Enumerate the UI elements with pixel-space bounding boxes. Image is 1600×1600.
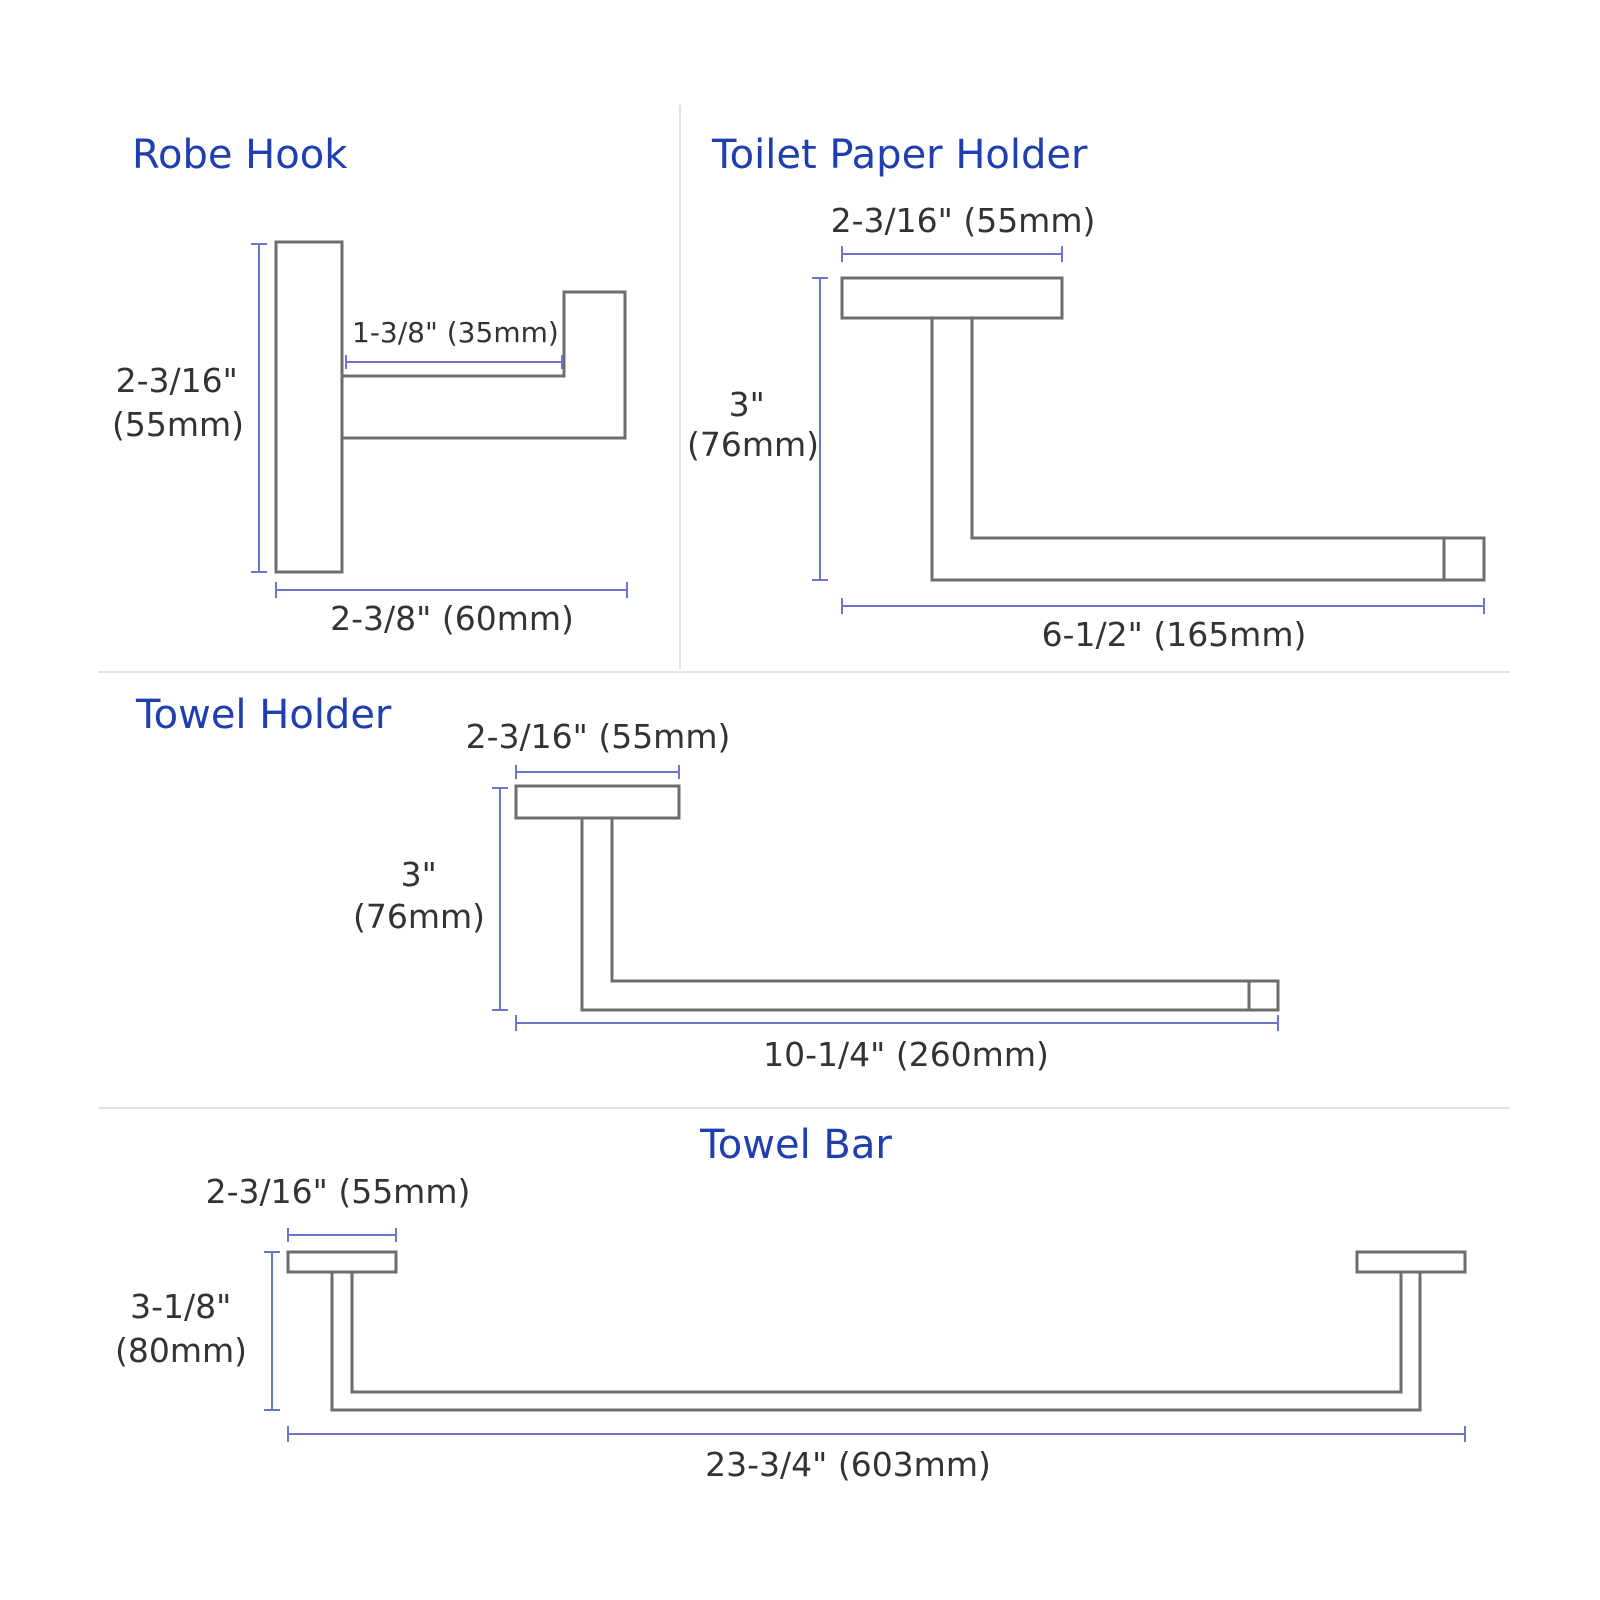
towel-holder-wall-plate	[514, 784, 681, 820]
robe-hook-projection-dimension	[345, 355, 563, 369]
toilet-paper-holder-length-label: 6-1/2" (165mm)	[1042, 615, 1307, 654]
towel-bar-length-dimension	[287, 1426, 1466, 1442]
towel-holder-section: Towel Holder 2-3/16" (55mm) 3" (76mm) 10…	[135, 692, 1280, 1074]
robe-hook-height-dimension	[251, 243, 267, 573]
towel-bar-rail	[330, 1272, 1422, 1412]
robe-hook-section: Robe Hook 2-3/16" (55mm) 1-3/8" (35mm)	[112, 132, 628, 638]
towel-bar-height-dimension	[264, 1251, 280, 1411]
toilet-paper-holder-height-label: 3" (76mm)	[687, 385, 819, 464]
towel-holder-plate-dimension	[515, 765, 680, 779]
toilet-paper-holder-arm	[930, 318, 1486, 582]
towel-holder-title: Towel Holder	[135, 692, 392, 738]
toilet-paper-holder-plate-label: 2-3/16" (55mm)	[831, 201, 1096, 240]
towel-bar-height-label: 3-1/8" (80mm)	[115, 1287, 247, 1370]
towel-bar-title: Towel Bar	[699, 1122, 892, 1168]
robe-hook-title: Robe Hook	[132, 132, 348, 178]
towel-holder-height-label: 3" (76mm)	[353, 855, 485, 936]
robe-hook-width-dimension	[275, 582, 628, 598]
toilet-paper-holder-title: Toilet Paper Holder	[711, 132, 1088, 178]
towel-holder-length-label: 10-1/4" (260mm)	[763, 1035, 1049, 1074]
towel-holder-length-dimension	[515, 1015, 1279, 1031]
robe-hook-projection-label: 1-3/8" (35mm)	[352, 316, 559, 349]
towel-holder-plate-label: 2-3/16" (55mm)	[466, 717, 731, 756]
towel-holder-height-dimension	[492, 787, 508, 1011]
towel-holder-arm	[580, 818, 1280, 1012]
toilet-paper-holder-length-dimension	[841, 598, 1485, 614]
toilet-paper-holder-drawing	[840, 276, 1486, 582]
toilet-paper-holder-section: Toilet Paper Holder 2-3/16" (55mm) 3" (7…	[687, 132, 1486, 654]
towel-bar-plate-label: 2-3/16" (55mm)	[206, 1172, 471, 1211]
towel-holder-drawing	[514, 784, 1280, 1012]
towel-bar-right-plate	[1355, 1250, 1467, 1274]
robe-hook-width-label: 2-3/8" (60mm)	[330, 599, 574, 638]
towel-bar-length-label: 23-3/4" (603mm)	[705, 1445, 991, 1484]
toilet-paper-holder-plate-dimension	[841, 246, 1063, 262]
toilet-paper-holder-height-dimension	[812, 277, 828, 581]
robe-hook-wall-plate	[274, 240, 344, 574]
towel-bar-drawing	[286, 1250, 1467, 1412]
robe-hook-height-label: 2-3/16" (55mm)	[112, 361, 248, 444]
towel-bar-section: Towel Bar 2-3/16" (55mm) 3-1/8" (80mm) 2…	[115, 1122, 1467, 1484]
toilet-paper-holder-wall-plate	[840, 276, 1064, 320]
robe-hook-arm	[340, 290, 627, 440]
towel-bar-plate-dimension	[287, 1228, 397, 1242]
towel-bar-left-plate	[286, 1250, 398, 1274]
robe-hook-drawing	[274, 240, 627, 574]
